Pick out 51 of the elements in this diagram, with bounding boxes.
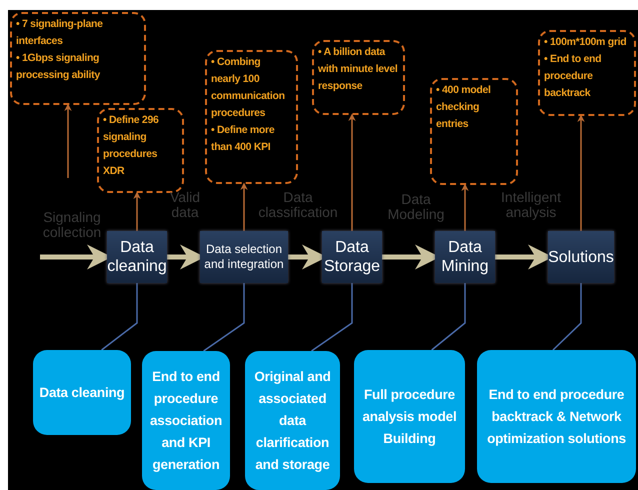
arrow (133, 192, 141, 231)
connector-line (203, 283, 245, 352)
connector-line (552, 283, 582, 351)
description-box (354, 350, 465, 483)
process-box (548, 231, 614, 283)
description-box (245, 351, 340, 490)
arrow (348, 114, 356, 231)
bullet-text: • Combing nearly 100 communication procedures (211, 55, 286, 121)
bullet-text: • 7 signaling-plane interfaces (16, 17, 104, 49)
box-label: End to end procedure association and KPI generation (148, 368, 224, 474)
note-box (97, 108, 184, 193)
description-box (477, 350, 636, 483)
box-label: Data Storage (322, 238, 382, 276)
edge-label: Signaling collection (42, 210, 102, 240)
connector-line (101, 283, 138, 351)
bullet-text: • Define more than 400 KPI (211, 123, 276, 155)
process-box (107, 231, 167, 283)
arrow (64, 104, 72, 178)
box-label: Data Mining (440, 238, 490, 276)
box-label: Data selection and integration (203, 242, 285, 272)
connector-line (431, 283, 466, 351)
box-label: Solutions (548, 248, 614, 266)
description-box (142, 351, 230, 490)
arrow (461, 184, 469, 231)
arrow (240, 182, 248, 231)
bullet-text: • End to end procedure backtrack (544, 52, 602, 101)
bullet-text: • 1Gbps signaling processing ability (16, 51, 101, 83)
edge-label: Data Modeling (386, 192, 446, 222)
edge-label: Valid data (168, 190, 202, 220)
description-box (33, 350, 131, 435)
edge-label: Intelligent analysis (500, 190, 562, 220)
note-box (312, 40, 405, 115)
box-label: Original and associated data clarification and storage (253, 368, 332, 474)
note-box (10, 12, 146, 105)
bullet-text: • A billion data with minute level response (318, 45, 399, 94)
box-label: Full procedure analysis model Building (362, 386, 458, 448)
connector-line (311, 283, 353, 352)
arrow (577, 114, 585, 231)
bullet-text: • Define 296 signaling procedures XDR (103, 113, 160, 179)
note-box (538, 30, 636, 116)
edge-label: Data classification (258, 190, 338, 220)
bullet-text: • 100m*100m grid (544, 35, 628, 50)
process-box (435, 231, 495, 283)
bullet-text: • 400 model checking entries (436, 83, 492, 132)
process-box (322, 231, 382, 283)
process-box (200, 231, 288, 283)
note-box (205, 50, 298, 184)
box-label: End to end procedure backtrack & Network optimization solutions (486, 386, 627, 448)
note-box (430, 78, 518, 185)
box-label: Data cleaning (39, 384, 125, 402)
box-label: Data cleaning (107, 238, 167, 276)
